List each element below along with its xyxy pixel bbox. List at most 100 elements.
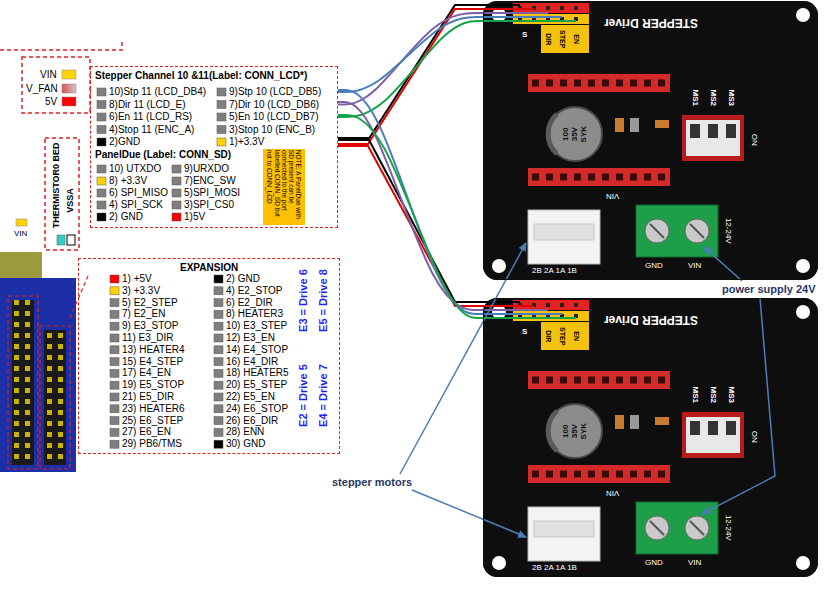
leader-arrow bbox=[704, 247, 742, 281]
pin-label: 22) E5_EN bbox=[226, 391, 275, 403]
schematic-outline bbox=[0, 278, 76, 472]
schematic-outline bbox=[22, 57, 90, 113]
schematic-outline bbox=[45, 138, 79, 250]
pin-label: 2) GND bbox=[109, 211, 143, 223]
pin-square bbox=[172, 213, 181, 221]
pin-label: 12) E3_EN bbox=[226, 332, 275, 344]
stepper-driver-board bbox=[686, 120, 740, 156]
pin-label: 23) HEATER6 bbox=[122, 403, 185, 415]
pin-square bbox=[172, 177, 181, 185]
schematic-outline bbox=[0, 252, 42, 280]
board-silkscreen: MS3 bbox=[726, 387, 736, 403]
pin-square bbox=[110, 417, 119, 425]
board-silkscreen: GND bbox=[645, 261, 663, 271]
stepper-driver-board bbox=[483, 4, 520, 6]
board-silkscreen: VIN bbox=[688, 558, 701, 568]
pin-label: 1) +5V bbox=[122, 273, 152, 285]
drive-mapping-note: E2 = Drive 5 bbox=[296, 364, 309, 427]
pin-label: 9)Stp 10 (LCD_DB5) bbox=[229, 86, 321, 98]
stepper-driver-board bbox=[492, 259, 506, 273]
wire bbox=[338, 146, 483, 306]
pin-label: 5)En 10 (LCD_DB7) bbox=[229, 111, 318, 123]
pin-label: 6) SPI_MISO bbox=[109, 187, 168, 199]
pin-square bbox=[214, 334, 223, 342]
pin-square bbox=[214, 417, 223, 425]
pin-square bbox=[97, 165, 106, 173]
pin-square bbox=[97, 189, 106, 197]
pin-square bbox=[97, 138, 106, 146]
board-silkscreen: VIN bbox=[606, 488, 619, 498]
pin-label: 10) UTXDO bbox=[109, 163, 161, 175]
drive-mapping-note: E4 = Drive 7 bbox=[316, 364, 329, 427]
pin-square bbox=[217, 88, 226, 96]
stepper-driver-board bbox=[726, 124, 736, 138]
pin-label: 7)Dir 10 (LCD_DB6) bbox=[229, 99, 319, 111]
board-silkscreen: GND bbox=[645, 558, 663, 568]
board-silkscreen: 12-24V bbox=[723, 218, 733, 244]
schematic-outline bbox=[70, 276, 88, 318]
pin-square bbox=[110, 440, 119, 448]
pin-label: 10) E3_STEP bbox=[226, 320, 287, 332]
stepper-driver-board bbox=[483, 8, 534, 10]
pin-label: 28) ENN bbox=[226, 426, 264, 438]
power-indicator-label: VIN bbox=[40, 69, 57, 81]
pin-square bbox=[172, 189, 181, 197]
schematic-outline bbox=[44, 330, 66, 465]
stepper-driver-board bbox=[630, 118, 639, 132]
stepper-driver-board bbox=[483, 12, 548, 14]
pin-square bbox=[110, 358, 119, 366]
net-label: VSSA bbox=[64, 188, 75, 213]
pin-label: 20) E5_STEP bbox=[226, 379, 287, 391]
pin-label: 13) HEATER4 bbox=[122, 344, 185, 356]
pin-label: 30) GND bbox=[226, 438, 265, 450]
pin-label: 9)URXDO bbox=[184, 163, 229, 175]
wire bbox=[338, 21, 483, 117]
stepper-driver-board bbox=[483, 20, 576, 22]
stepper-driver-board bbox=[483, 16, 562, 18]
stepper-driver-board bbox=[548, 114, 557, 154]
board-silkscreen: S bbox=[522, 327, 527, 337]
pin-label: 18) HEATER5 bbox=[226, 367, 289, 379]
pin-label: 4) E2_STOP bbox=[226, 285, 283, 297]
pin-square bbox=[110, 369, 119, 377]
annotation: power supply 24V bbox=[720, 283, 818, 296]
board-silkscreen: 100 35V SYK bbox=[562, 420, 588, 442]
pin-label: 15) E4_STEP bbox=[122, 356, 183, 368]
pin-square bbox=[214, 393, 223, 401]
net-label: THERMISTOR0 BED bbox=[51, 142, 62, 228]
pin-square bbox=[110, 393, 119, 401]
pin-label: 6) E2_DIR bbox=[226, 297, 273, 309]
leader-arrow bbox=[400, 243, 775, 537]
stepper-driver-board bbox=[541, 25, 589, 53]
pin-label: 6)En 11 (LCD_RS) bbox=[109, 111, 192, 123]
wiring bbox=[338, 5, 483, 318]
stepper-driver-board bbox=[655, 120, 669, 128]
pin-label: 29) PB6/TMS bbox=[122, 438, 182, 450]
board-silkscreen: ON bbox=[749, 431, 759, 443]
pin-square bbox=[217, 126, 226, 134]
schematic-outline bbox=[62, 84, 76, 93]
node-title: STEPPER Driver bbox=[604, 16, 698, 30]
pin-label: 2)GND bbox=[109, 136, 140, 148]
pin-label: 14) E4_STOP bbox=[226, 344, 288, 356]
board-silkscreen: VIN bbox=[606, 191, 619, 201]
pin-square bbox=[214, 369, 223, 377]
wire bbox=[338, 9, 483, 144]
stepper-driver-board bbox=[483, 298, 818, 577]
pin-square bbox=[97, 126, 106, 134]
pin-square bbox=[214, 405, 223, 413]
pin-square bbox=[97, 201, 106, 209]
pin-square bbox=[217, 138, 226, 146]
schematic-outline bbox=[8, 296, 38, 469]
pin-square bbox=[214, 287, 223, 295]
board-silkscreen: 2B 2A 1A 1B bbox=[532, 266, 577, 276]
leader-arrow bbox=[412, 490, 526, 537]
wire bbox=[338, 13, 483, 105]
pin-square bbox=[214, 428, 223, 436]
schematic-outline bbox=[0, 42, 122, 472]
pin-square bbox=[110, 334, 119, 342]
board-silkscreen: STEP bbox=[558, 30, 566, 48]
pin-square bbox=[214, 381, 223, 389]
pin-label: 21) E5_DIR bbox=[122, 391, 174, 403]
pin-label: 25) E6_STEP bbox=[122, 415, 183, 427]
